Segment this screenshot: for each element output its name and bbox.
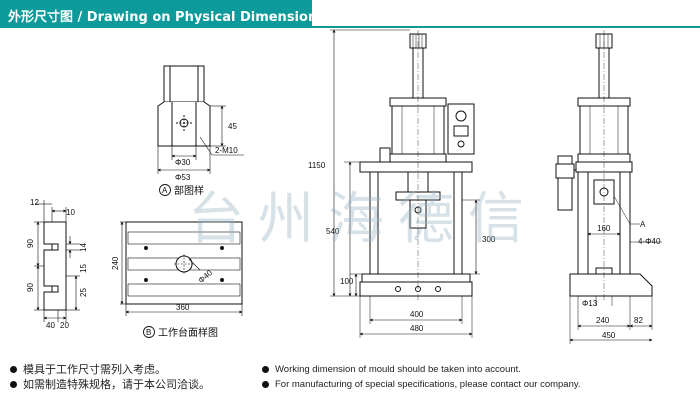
slot-detail-drawing: [34, 200, 80, 322]
dim-100: 100: [340, 277, 354, 286]
bullet-icon: [10, 381, 17, 388]
notes-chinese: 模具于工作尺寸需列入考虑。 如需制造特殊规格，请于本公司洽谈。: [10, 362, 210, 392]
dim-82: 82: [634, 316, 643, 325]
dim-240-side: 240: [596, 316, 610, 325]
dim-360: 360: [176, 303, 190, 312]
dim-480: 480: [410, 324, 424, 333]
dim-90-bottom: 90: [26, 283, 35, 292]
dim-90-top: 90: [26, 239, 35, 248]
dim-phi53: Φ53: [175, 173, 191, 182]
notes-english: Working dimension of mould should be tak…: [262, 362, 581, 392]
dim-300: 300: [482, 235, 496, 244]
watermark: 台州海德信: [188, 187, 538, 252]
dim-20: 20: [60, 321, 69, 330]
fig-b-marker: B: [146, 328, 151, 337]
fig-a-marker-circle: [159, 184, 171, 196]
dim-4-phi40: 4-Φ40: [638, 237, 661, 246]
dim-240-table: 240: [111, 256, 120, 270]
fig-b-marker-circle: [143, 326, 155, 338]
dim-160: 160: [597, 224, 611, 233]
dim-25: 25: [79, 288, 88, 297]
fig-b-caption: 工作台面样图: [158, 326, 218, 339]
note-cn-1: 模具于工作尺寸需列入考虑。: [10, 362, 210, 377]
mark-a: A: [640, 220, 646, 229]
page-title: 外形尺寸图 / Drawing on Physical Dimensions：: [8, 10, 338, 25]
note-cn-2: 如需制造特殊规格，请于本公司洽谈。: [10, 377, 210, 392]
header-underline: [312, 26, 700, 28]
dim-10: 10: [66, 208, 75, 217]
dim-phi30: Φ30: [175, 158, 191, 167]
dim-phi13: Φ13: [582, 299, 598, 308]
header: 外形尺寸图 / Drawing on Physical Dimensions：: [0, 0, 700, 28]
note-en-2: For manufacturing of special specificati…: [262, 377, 581, 392]
dim-400: 400: [410, 310, 424, 319]
side-view-drawing: [555, 30, 662, 344]
front-view-drawing: [330, 29, 480, 338]
dim-2-m10: 2-M10: [215, 146, 238, 155]
bullet-icon: [262, 381, 269, 388]
fig-a-drawing: [157, 65, 244, 174]
header-bar: 外形尺寸图 / Drawing on Physical Dimensions：: [0, 0, 338, 28]
note-en-1: Working dimension of mould should be tak…: [262, 362, 581, 377]
fig-a-caption: 部图样: [174, 184, 204, 197]
dim-12: 12: [30, 198, 39, 207]
dim-15: 15: [79, 264, 88, 273]
bullet-icon: [10, 366, 17, 373]
dim-540: 540: [326, 227, 340, 236]
dim-14: 14: [79, 243, 88, 252]
dim-450: 450: [602, 331, 616, 340]
fig-b-drawing: [120, 221, 243, 316]
dim-45: 45: [228, 122, 237, 131]
bullet-icon: [262, 366, 269, 373]
dim-1150: 1150: [308, 161, 326, 170]
dim-40: 40: [46, 321, 55, 330]
fig-a-marker: A: [162, 186, 168, 195]
